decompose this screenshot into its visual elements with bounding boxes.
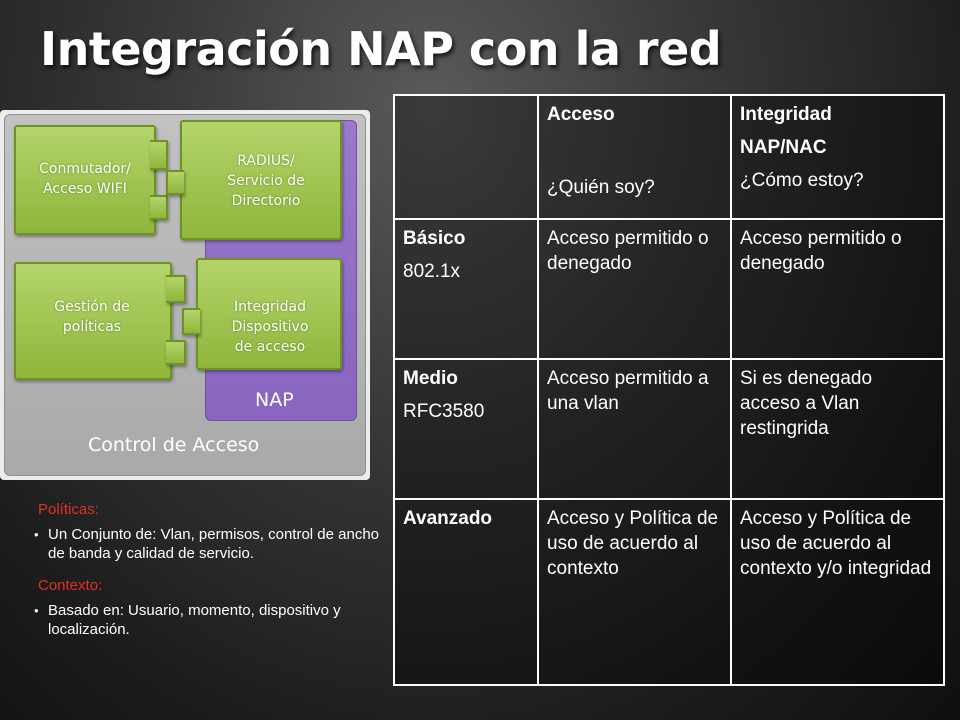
table-corner-cell	[393, 94, 539, 220]
acceso-cell: Acceso permitido a una vlan	[537, 358, 732, 500]
integridad-cell: Acceso y Política de uso de acuerdo al c…	[730, 498, 945, 686]
puzzle-tab-integrity	[182, 308, 200, 335]
integrity-label-line1: Integridad	[234, 299, 306, 315]
nap-label: NAP	[255, 389, 294, 411]
policy-label-line2: políticas	[62, 319, 122, 335]
integrity-label-line2: Dispositivo	[231, 319, 309, 335]
notes-panel: Políticas: • Un Conjunto de: Vlan, permi…	[34, 500, 388, 652]
header-integridad-title: Integridad	[740, 104, 832, 125]
acceso-cell: Acceso permitido o denegado	[537, 218, 732, 360]
row-name: Básico	[403, 228, 466, 249]
integridad-cell: Si es denegado acceso a Vlan restingrida	[730, 358, 945, 500]
row-label-cell: Avanzado	[393, 498, 539, 686]
header-acceso-title: Acceso	[547, 104, 615, 125]
row-label-cell: Medio RFC3580	[393, 358, 539, 500]
contexto-heading: Contexto:	[38, 577, 103, 594]
puzzle-tab-policy-2	[166, 340, 186, 365]
puzzle-tab-policy	[166, 275, 186, 303]
row-detail: 802.1x	[403, 261, 461, 282]
header-integridad-sub: ¿Cómo estoy?	[740, 170, 864, 191]
header-integridad-title2: NAP/NAC	[740, 137, 827, 158]
radius-label-line1: RADIUS/	[237, 153, 295, 169]
row-detail: RFC3580	[403, 401, 485, 422]
contexto-item: • Basado en: Usuario, momento, dispositi…	[34, 601, 388, 639]
header-acceso-cell: Acceso ¿Quién soy?	[537, 94, 732, 220]
contexto-text: Basado en: Usuario, momento, dispositivo…	[48, 602, 341, 638]
row-label-cell: Básico 802.1x	[393, 218, 539, 360]
puzzle-piece-switch	[14, 125, 156, 235]
bullet-icon: •	[34, 603, 39, 618]
radius-label-line3: Directorio	[231, 193, 301, 209]
acceso-cell: Acceso y Política de uso de acuerdo al c…	[537, 498, 732, 686]
radius-label-line2: Servicio de	[227, 173, 305, 189]
puzzle-piece-policy	[14, 262, 172, 380]
row-name: Medio	[403, 368, 458, 389]
switch-label-line1: Conmutador/	[39, 161, 131, 177]
puzzle-tab-radius	[166, 170, 184, 195]
table-header-row: Acceso ¿Quién soy? Integridad NAP/NAC ¿C…	[393, 94, 945, 220]
politicas-item: • Un Conjunto de: Vlan, permisos, contro…	[34, 525, 388, 563]
table-row: Avanzado Acceso y Política de uso de acu…	[393, 498, 945, 686]
access-control-label: Control de Acceso	[88, 434, 260, 456]
puzzle-tab-switch-2	[150, 195, 168, 220]
switch-label-line2: Acceso WIFI	[43, 181, 127, 197]
puzzle-tab-switch	[150, 140, 168, 170]
table-row: Básico 802.1x Acceso permitido o denegad…	[393, 218, 945, 360]
politicas-heading: Políticas:	[38, 501, 99, 518]
row-name: Avanzado	[403, 508, 493, 529]
slide-title: Integración NAP con la red	[40, 22, 722, 76]
policy-label-line1: Gestión de	[54, 299, 130, 315]
table-row: Medio RFC3580 Acceso permitido a una vla…	[393, 358, 945, 500]
comparison-table: Acceso ¿Quién soy? Integridad NAP/NAC ¿C…	[393, 94, 945, 686]
header-integridad-cell: Integridad NAP/NAC ¿Cómo estoy?	[730, 94, 945, 220]
integridad-cell: Acceso permitido o denegado	[730, 218, 945, 360]
bullet-icon: •	[34, 527, 39, 542]
integrity-label-line3: de acceso	[234, 339, 306, 355]
header-acceso-sub: ¿Quién soy?	[547, 177, 655, 198]
politicas-text: Un Conjunto de: Vlan, permisos, control …	[48, 526, 380, 562]
